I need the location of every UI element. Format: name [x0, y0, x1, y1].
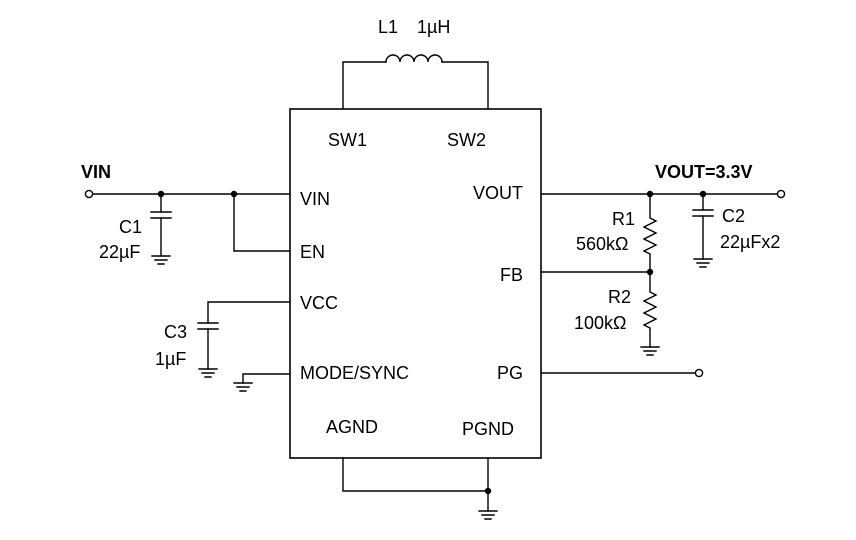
vout-terminal[interactable] [776, 189, 786, 199]
resistor-r2 [642, 271, 658, 348]
r1-ref: R1 [612, 209, 635, 229]
ground-icon [693, 258, 713, 268]
pin-pg: PG [497, 363, 523, 383]
c3-value: 1µF [155, 349, 186, 369]
capacitor-c3 [197, 322, 219, 370]
c1-ref: C1 [119, 217, 142, 237]
ground-icon [478, 510, 498, 520]
r1-value: 560kΩ [576, 234, 629, 254]
agnd-pgnd-wire [342, 457, 489, 492]
c1-value: 22µF [99, 242, 140, 262]
pin-vin: VIN [300, 189, 330, 209]
ground-icon [198, 368, 218, 378]
resistor-r1 [642, 193, 658, 273]
pin-sw2: SW2 [447, 130, 486, 150]
pin-pgnd: PGND [462, 419, 514, 439]
r2-ref: R2 [608, 287, 631, 307]
pin-fb: FB [500, 265, 523, 285]
vcc-wire [207, 301, 291, 324]
vin-terminal[interactable] [84, 189, 94, 199]
junction-ground [484, 487, 492, 495]
c2-ref: C2 [722, 206, 745, 226]
ground-icon [151, 255, 171, 265]
pin-vcc: VCC [300, 293, 338, 313]
pg-terminal[interactable] [694, 368, 704, 378]
capacitor-c2 [692, 193, 714, 260]
inductor-l1 [342, 54, 489, 110]
net-label-vout: VOUT=3.3V [655, 162, 753, 182]
r2-value: 100kΩ [574, 313, 627, 333]
pin-agnd: AGND [326, 417, 378, 437]
ground-icon [640, 346, 660, 356]
pin-en: EN [300, 242, 325, 262]
c3-ref: C3 [164, 322, 187, 342]
c2-value: 22µFx2 [720, 232, 780, 252]
pin-sw1: SW1 [328, 130, 367, 150]
capacitor-c1 [150, 193, 172, 257]
pin-mode-sync: MODE/SYNC [300, 363, 409, 383]
en-wire [233, 193, 291, 252]
inductor-ref: L1 [378, 17, 398, 37]
net-label-vin: VIN [81, 162, 111, 182]
mode-sync-wire [242, 373, 291, 384]
inductor-value: 1µH [417, 17, 450, 37]
ground-icon [233, 382, 253, 392]
pin-vout: VOUT [473, 183, 523, 203]
chip-body [289, 108, 542, 459]
